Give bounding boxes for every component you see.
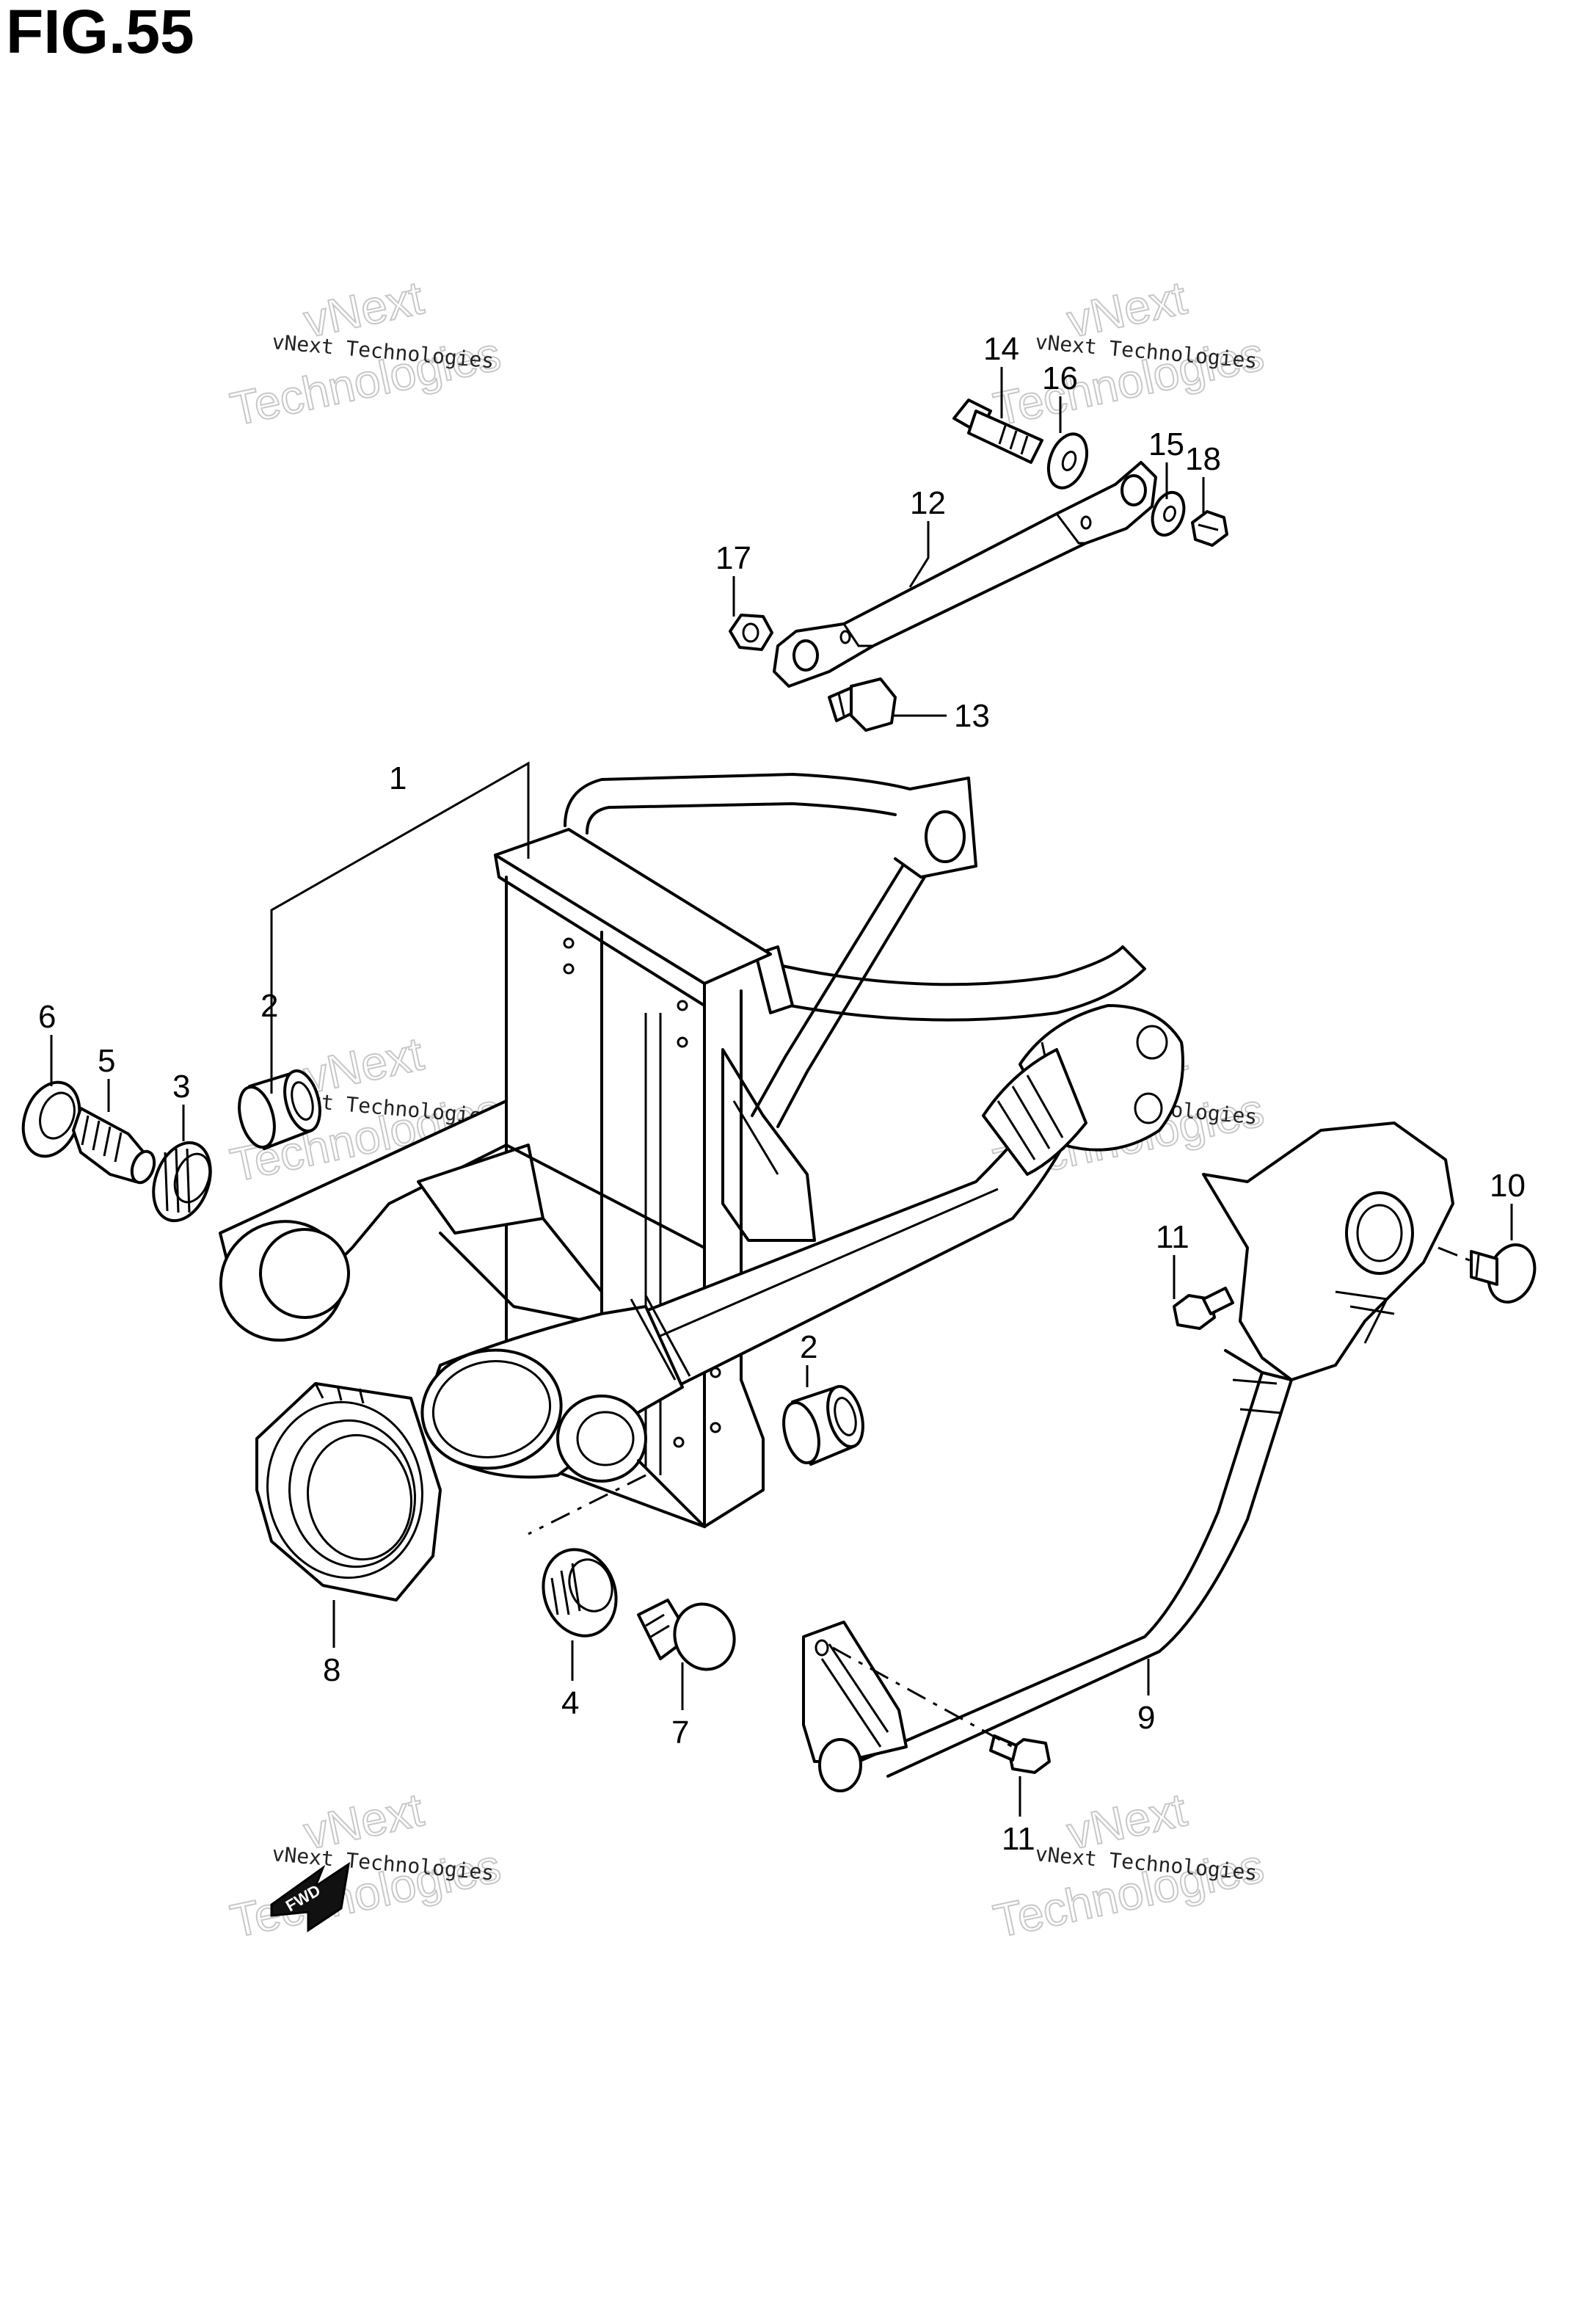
callout-17: 17 xyxy=(715,540,751,576)
callout-3: 3 xyxy=(172,1069,190,1105)
part-11-bolt-lower xyxy=(989,1734,1051,1774)
callout-2: 2 xyxy=(260,988,278,1024)
callout-6: 6 xyxy=(38,999,56,1035)
callout-18: 18 xyxy=(1185,441,1221,477)
part-7-drain-bolt xyxy=(637,1599,736,1671)
callout-8: 8 xyxy=(323,1652,340,1688)
callout-16: 16 xyxy=(1042,360,1078,396)
callout-11: 11 xyxy=(1002,1821,1035,1857)
watermark-bottom-left: vNext Technologies vNext Technologies xyxy=(225,1782,506,1948)
part-9-bracket-arm xyxy=(802,1122,1454,1792)
figure-title: FIG.55 xyxy=(6,0,194,66)
part-18-nut xyxy=(1191,510,1228,547)
part-11-bolt-upper xyxy=(1173,1287,1234,1330)
leader-lines xyxy=(50,367,1513,1817)
part-5-pivot-shaft xyxy=(72,1107,156,1185)
part-4-bearing xyxy=(542,1548,618,1637)
callout-7: 7 xyxy=(671,1715,689,1751)
callout-11: 11 xyxy=(1156,1219,1189,1255)
callout-labels: 1 2 2 3 4 5 6 7 8 9 10 11 11 12 13 14 15… xyxy=(38,331,1526,1857)
callout-10: 10 xyxy=(1490,1168,1526,1204)
callout-5: 5 xyxy=(98,1043,115,1079)
part-3-bearing xyxy=(152,1141,212,1223)
callout-1: 1 xyxy=(389,760,407,796)
part-17-nut xyxy=(729,614,773,651)
callout-14: 14 xyxy=(983,331,1019,367)
watermark-top-left: vNext Technologies vNext Technologies xyxy=(225,270,506,436)
part-2-needle-bearing-lower xyxy=(782,1385,864,1466)
callout-13: 13 xyxy=(954,698,990,734)
alignment-line xyxy=(832,1646,1013,1748)
part-2-needle-bearing-upper xyxy=(238,1069,321,1150)
part-15-washer xyxy=(1151,490,1186,537)
part-13-bolt xyxy=(828,677,897,732)
callout-15: 15 xyxy=(1148,426,1184,462)
callout-12: 12 xyxy=(910,485,946,521)
part-8-boot xyxy=(255,1382,442,1602)
watermark-bottom-right: vNext Technologies vNext Technologies xyxy=(988,1782,1269,1948)
part-14-bolt xyxy=(952,399,1043,464)
part-16-washer xyxy=(1046,432,1089,490)
watermark-top-right: vNext Technologies vNext Technologies xyxy=(988,270,1269,436)
part-10-bolt xyxy=(1470,1243,1537,1304)
callout-4: 4 xyxy=(561,1685,579,1721)
part-1-swingarm xyxy=(219,773,1184,1528)
alignment-line xyxy=(1438,1246,1476,1264)
part-12-link-arm xyxy=(773,461,1157,688)
callout-9: 9 xyxy=(1137,1700,1155,1736)
callout-2: 2 xyxy=(800,1329,817,1365)
